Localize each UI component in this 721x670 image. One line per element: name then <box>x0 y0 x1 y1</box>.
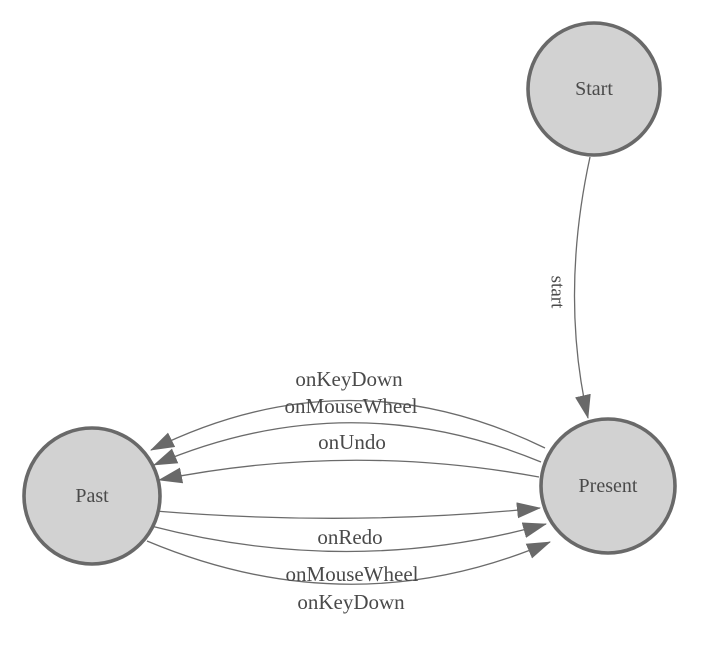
edge-label-onmousewheel-upper: onMouseWheel <box>285 394 418 418</box>
edge-past-to-present-onkeydown <box>146 540 551 585</box>
node-label-present: Present <box>579 475 638 497</box>
node-circle-past <box>22 426 162 566</box>
state-node-present: Present <box>539 417 677 555</box>
node-circle-present <box>539 417 677 555</box>
edge-label-onkeydown-lower: onKeyDown <box>297 590 405 614</box>
state-node-start: Start <box>526 21 662 157</box>
state-node-past: Past <box>22 426 162 566</box>
node-circle-start <box>526 21 662 157</box>
edge-group <box>146 156 591 585</box>
edge-present-to-past-onmousewheel <box>153 422 542 466</box>
edge-present-to-past-onkeydown <box>150 399 546 451</box>
node-group: Start Past Present <box>22 21 677 566</box>
edge-label-onkeydown-upper: onKeyDown <box>295 367 403 391</box>
edge-past-to-present-onredo <box>154 502 541 519</box>
edge-label-onredo: onRedo <box>317 525 382 549</box>
edge-past-to-present-onmousewheel <box>150 522 547 553</box>
node-label-past: Past <box>75 485 109 507</box>
node-label-start: Start <box>575 78 613 100</box>
edge-label-start: start <box>547 276 568 309</box>
edge-present-to-past-onundo <box>158 459 540 484</box>
edge-label-onmousewheel-lower: onMouseWheel <box>286 562 419 586</box>
edge-start-to-present <box>573 156 591 419</box>
edge-label-group: start onKeyDown onMouseWheel onUndo onRe… <box>285 276 568 614</box>
edge-label-onundo: onUndo <box>318 430 386 454</box>
